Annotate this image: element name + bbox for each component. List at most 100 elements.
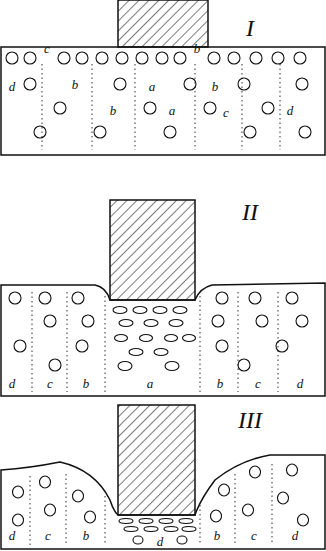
panel-number: II bbox=[242, 200, 258, 224]
grain bbox=[299, 126, 311, 138]
zone-letter: b bbox=[83, 529, 90, 542]
block bbox=[1, 455, 325, 549]
grain bbox=[85, 511, 96, 523]
zone-letter: b bbox=[83, 377, 90, 390]
grain bbox=[45, 504, 56, 516]
grain bbox=[133, 307, 147, 314]
grain bbox=[94, 126, 106, 138]
grain bbox=[211, 510, 222, 522]
grain bbox=[129, 349, 143, 356]
grain bbox=[133, 536, 143, 544]
grain bbox=[156, 52, 168, 64]
zone-letter: c bbox=[255, 377, 261, 390]
grain bbox=[179, 519, 193, 524]
grain bbox=[159, 519, 173, 524]
zone-lines bbox=[30, 464, 272, 545]
grain bbox=[73, 490, 84, 502]
zone-letter: a bbox=[169, 104, 176, 117]
grain bbox=[287, 464, 298, 476]
grain bbox=[136, 52, 148, 64]
grain bbox=[164, 527, 178, 532]
grain bbox=[13, 514, 24, 526]
zone-letter: d bbox=[287, 104, 294, 117]
grain bbox=[177, 536, 187, 544]
grain bbox=[49, 359, 61, 371]
grain bbox=[13, 486, 24, 498]
zone-letter: c bbox=[44, 42, 50, 55]
grain bbox=[208, 52, 220, 64]
block bbox=[1, 283, 325, 396]
grain bbox=[238, 78, 250, 90]
grain bbox=[72, 292, 84, 304]
grain bbox=[119, 320, 133, 327]
grain bbox=[76, 340, 88, 352]
panel-number: I bbox=[246, 16, 254, 40]
zone-letter: d bbox=[9, 377, 16, 390]
grain bbox=[250, 466, 261, 478]
grain bbox=[278, 492, 289, 504]
zone-letter: c bbox=[251, 529, 257, 542]
grain bbox=[183, 335, 196, 342]
grain bbox=[58, 52, 70, 64]
grain bbox=[165, 362, 179, 371]
grain bbox=[154, 349, 168, 356]
grain bbox=[24, 52, 36, 64]
grain bbox=[144, 320, 158, 327]
grain bbox=[244, 126, 256, 138]
grain bbox=[174, 52, 186, 64]
grain bbox=[294, 52, 306, 64]
grain bbox=[14, 340, 26, 352]
grain bbox=[262, 102, 274, 114]
grain bbox=[212, 315, 224, 327]
zone-letter: b bbox=[217, 377, 224, 390]
punch bbox=[118, 405, 195, 515]
grains bbox=[6, 52, 311, 544]
punch bbox=[118, 0, 208, 47]
grain bbox=[238, 359, 250, 371]
zone-letter: d bbox=[9, 529, 16, 542]
grain bbox=[184, 78, 196, 90]
grain bbox=[250, 52, 262, 64]
grain bbox=[54, 102, 66, 114]
zone-letter: c bbox=[45, 529, 51, 542]
grain bbox=[82, 315, 94, 327]
grain bbox=[96, 52, 108, 64]
grain bbox=[118, 362, 132, 371]
grain bbox=[243, 504, 254, 516]
grain bbox=[115, 335, 128, 342]
grain bbox=[272, 52, 284, 64]
zone-letter: d bbox=[9, 80, 16, 93]
grain bbox=[256, 315, 268, 327]
grain bbox=[76, 52, 88, 64]
grain bbox=[298, 514, 309, 526]
grain bbox=[144, 102, 156, 114]
grain bbox=[173, 307, 187, 314]
grain bbox=[219, 484, 230, 496]
zone-letter: b bbox=[212, 80, 219, 93]
punch bbox=[110, 200, 195, 300]
grain bbox=[24, 78, 36, 90]
grain bbox=[119, 519, 133, 524]
block bbox=[1, 47, 325, 155]
grain bbox=[165, 335, 178, 342]
grain bbox=[296, 315, 308, 327]
grain bbox=[40, 476, 51, 488]
grain bbox=[124, 527, 138, 532]
grain bbox=[169, 320, 183, 327]
zone-letter: d bbox=[157, 535, 164, 548]
grain bbox=[204, 102, 216, 114]
grain bbox=[113, 307, 127, 314]
grain bbox=[6, 52, 18, 64]
grain bbox=[276, 340, 288, 352]
grain bbox=[286, 292, 298, 304]
grain bbox=[114, 78, 126, 90]
zone-lines bbox=[32, 292, 278, 392]
grain bbox=[144, 527, 158, 532]
grain bbox=[228, 52, 240, 64]
zone-lines bbox=[42, 64, 280, 150]
grain bbox=[216, 292, 228, 304]
grain bbox=[164, 126, 176, 138]
grain bbox=[153, 307, 167, 314]
